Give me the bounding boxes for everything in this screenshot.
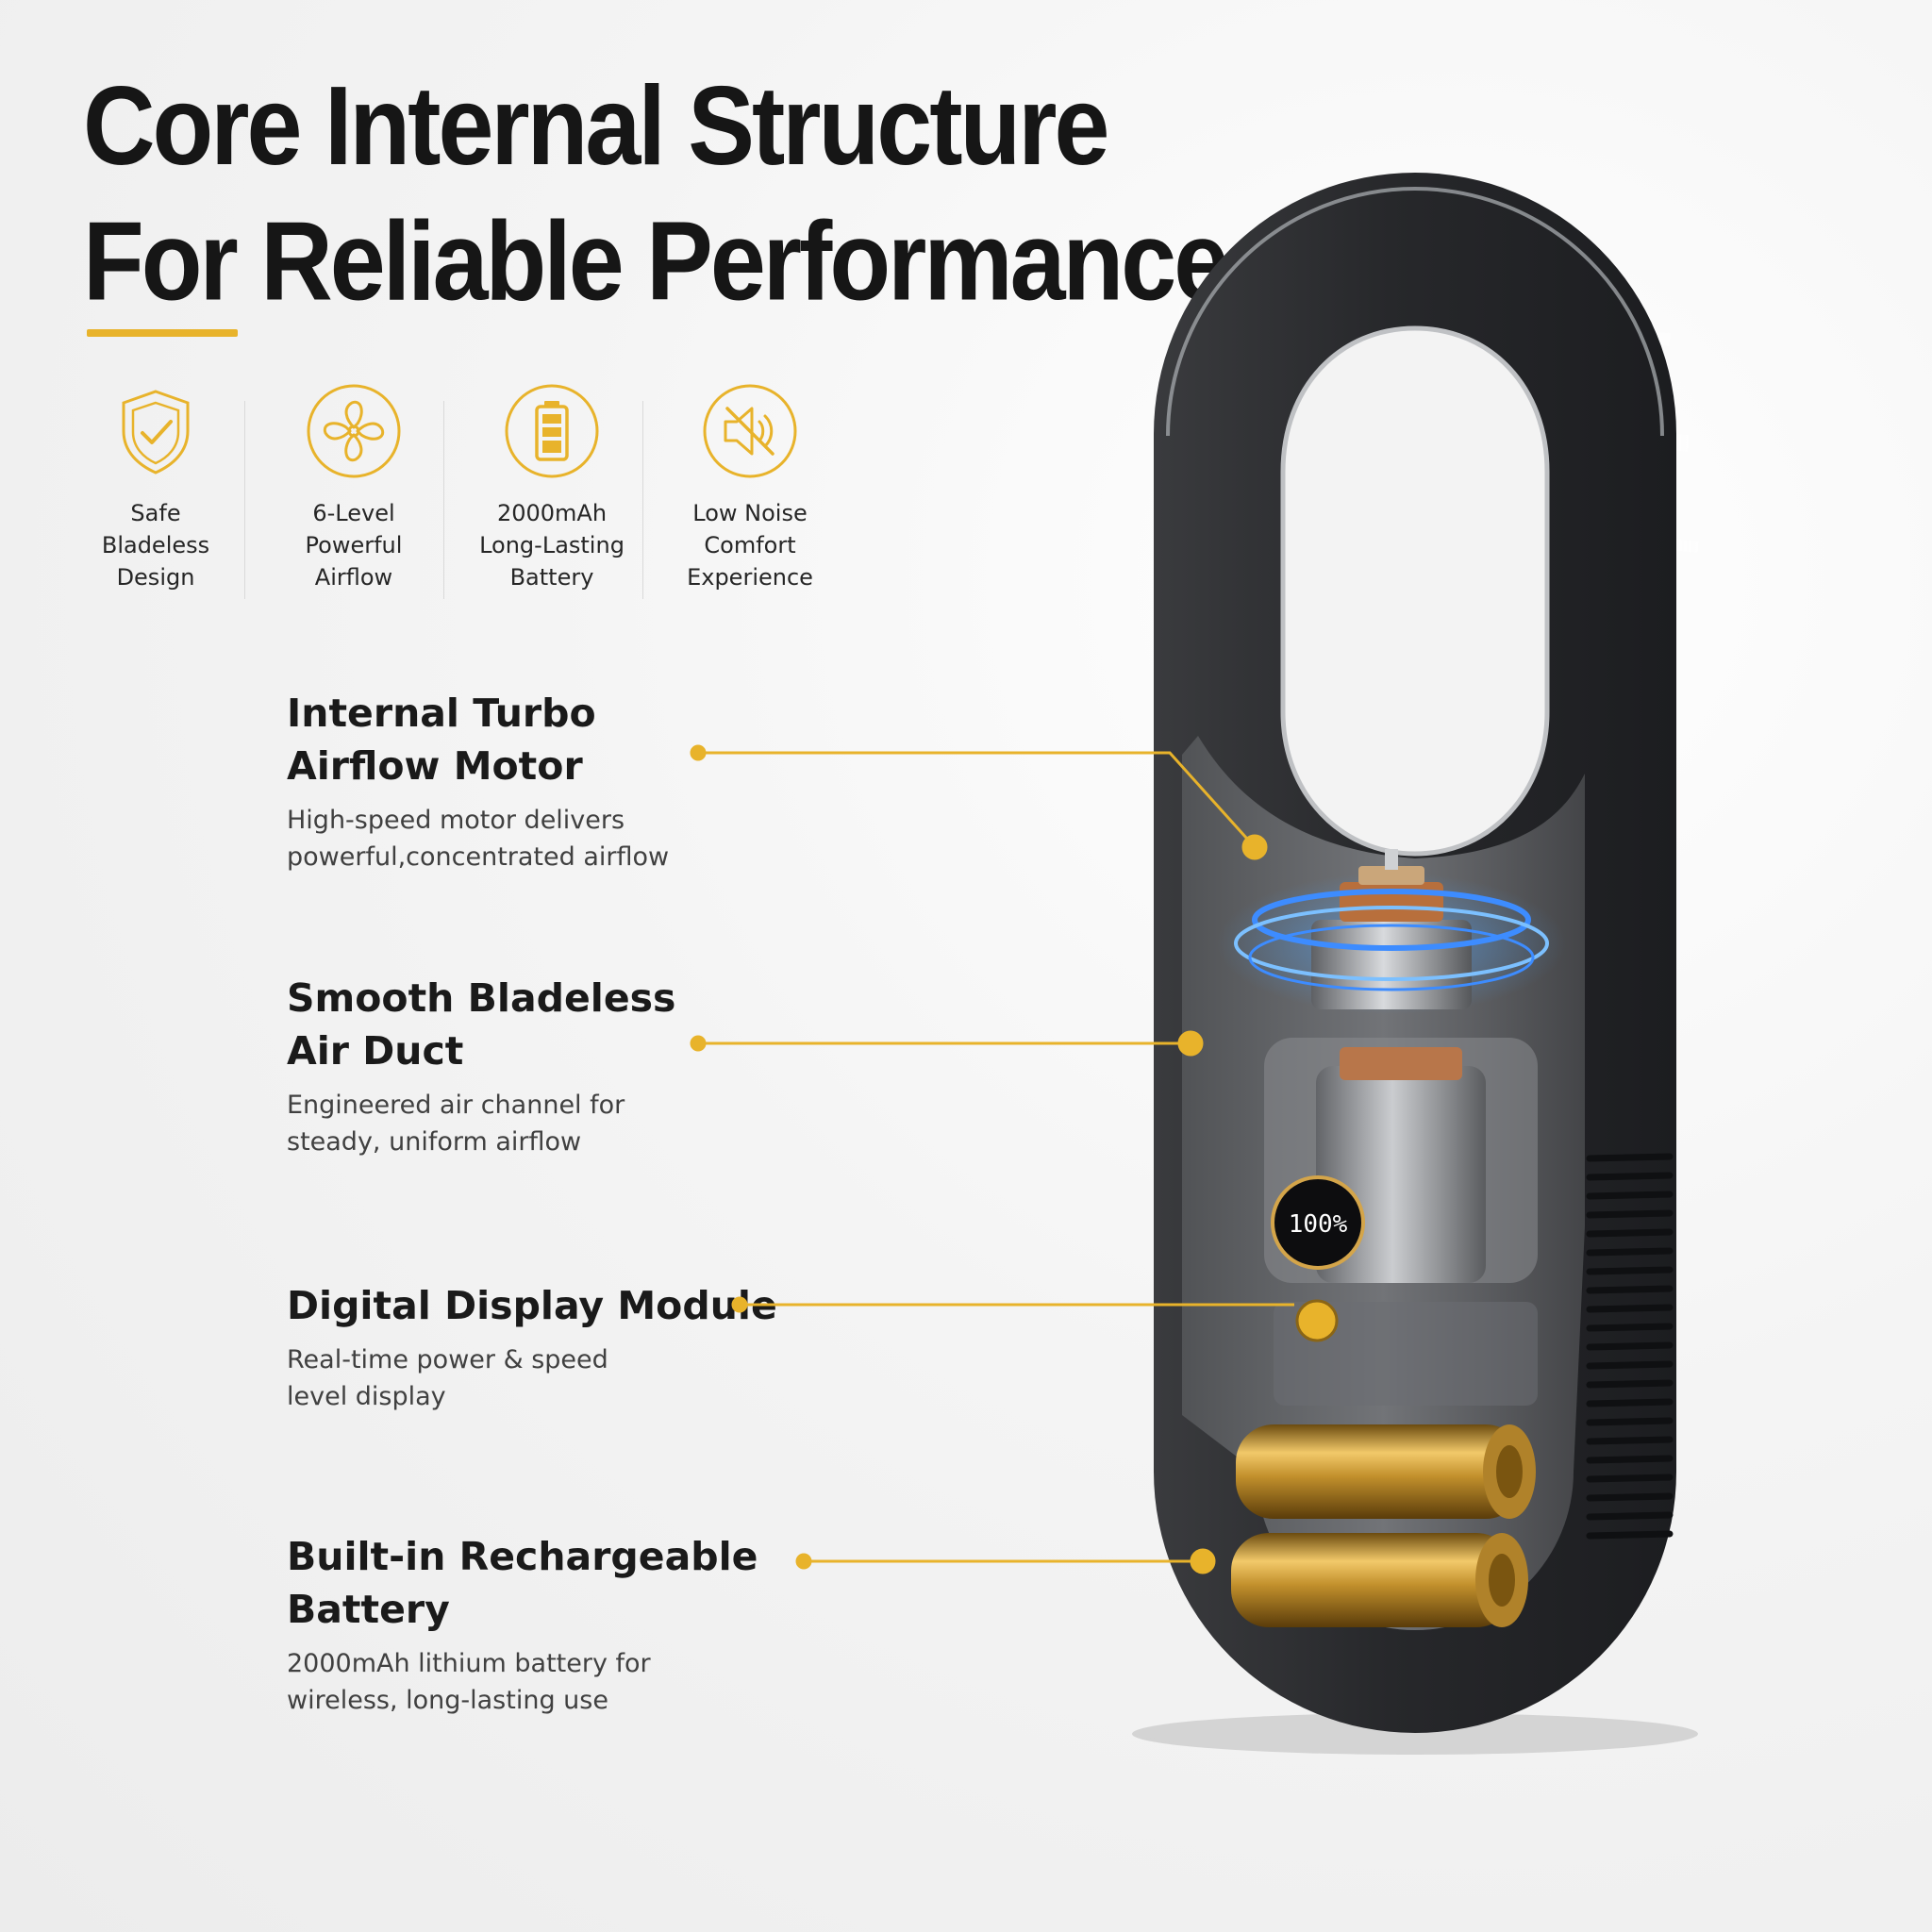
feature-row: Safe Bladeless Design 6-Level Powerful A… xyxy=(57,382,813,608)
speaker-mute-icon xyxy=(703,384,797,478)
callout-description: 2000mAh lithium battery for wireless, lo… xyxy=(287,1649,651,1715)
callout-title: Built-in Rechargeable Battery xyxy=(287,1534,758,1632)
feature-safe-design: Safe Bladeless Design xyxy=(57,382,255,593)
feature-airflow: 6-Level Powerful Airflow xyxy=(255,382,453,593)
shield-check-icon xyxy=(122,390,190,475)
callout-motor: Internal Turbo Airflow Motor High-speed … xyxy=(287,687,815,875)
loop-opening xyxy=(1283,328,1547,854)
callout-title: Digital Display Module xyxy=(287,1283,777,1328)
callout-description: High-speed motor delivers powerful,conce… xyxy=(287,806,670,872)
digital-display: 100% xyxy=(1271,1175,1365,1342)
page-title-line-2: For Reliable Performance xyxy=(83,198,1229,325)
feature-label: 6-Level Powerful Airflow xyxy=(305,500,403,591)
callout-display: Digital Display Module Real-time power &… xyxy=(287,1279,815,1415)
feature-label: 2000mAh Long-Lasting Battery xyxy=(479,500,625,591)
callout-description: Engineered air channel for steady, unifo… xyxy=(287,1091,625,1157)
callout-description: Real-time power & speed level display xyxy=(287,1345,608,1411)
feature-divider xyxy=(642,401,643,599)
callout-title: Smooth Bladeless Air Duct xyxy=(287,975,676,1074)
callout-battery: Built-in Rechargeable Battery 2000mAh li… xyxy=(287,1530,815,1719)
page-title: Core Internal Structure For Reliable Per… xyxy=(83,58,1229,329)
accent-bar xyxy=(87,329,238,337)
device-shadow xyxy=(1132,1713,1698,1755)
feature-label: Low Noise Comfort Experience xyxy=(687,500,813,591)
feature-divider xyxy=(244,401,245,599)
side-vent-grille xyxy=(1586,1153,1674,1540)
page-title-line-1: Core Internal Structure xyxy=(83,63,1109,189)
feature-battery: 2000mAh Long-Lasting Battery xyxy=(453,382,651,593)
fan-icon xyxy=(307,384,401,478)
callout-air-duct: Smooth Bladeless Air Duct Engineered air… xyxy=(287,972,815,1160)
battery-pack xyxy=(1231,1424,1536,1627)
feature-label: Safe Bladeless Design xyxy=(101,500,210,591)
turbo-motor xyxy=(1217,849,1566,1014)
feature-low-noise: Low Noise Comfort Experience xyxy=(651,382,849,593)
battery-icon xyxy=(505,384,599,478)
callout-leaders xyxy=(690,744,1294,1574)
display-readout: 100% xyxy=(1289,1210,1348,1239)
feature-divider xyxy=(443,401,444,599)
callout-title: Internal Turbo Airflow Motor xyxy=(287,691,596,789)
